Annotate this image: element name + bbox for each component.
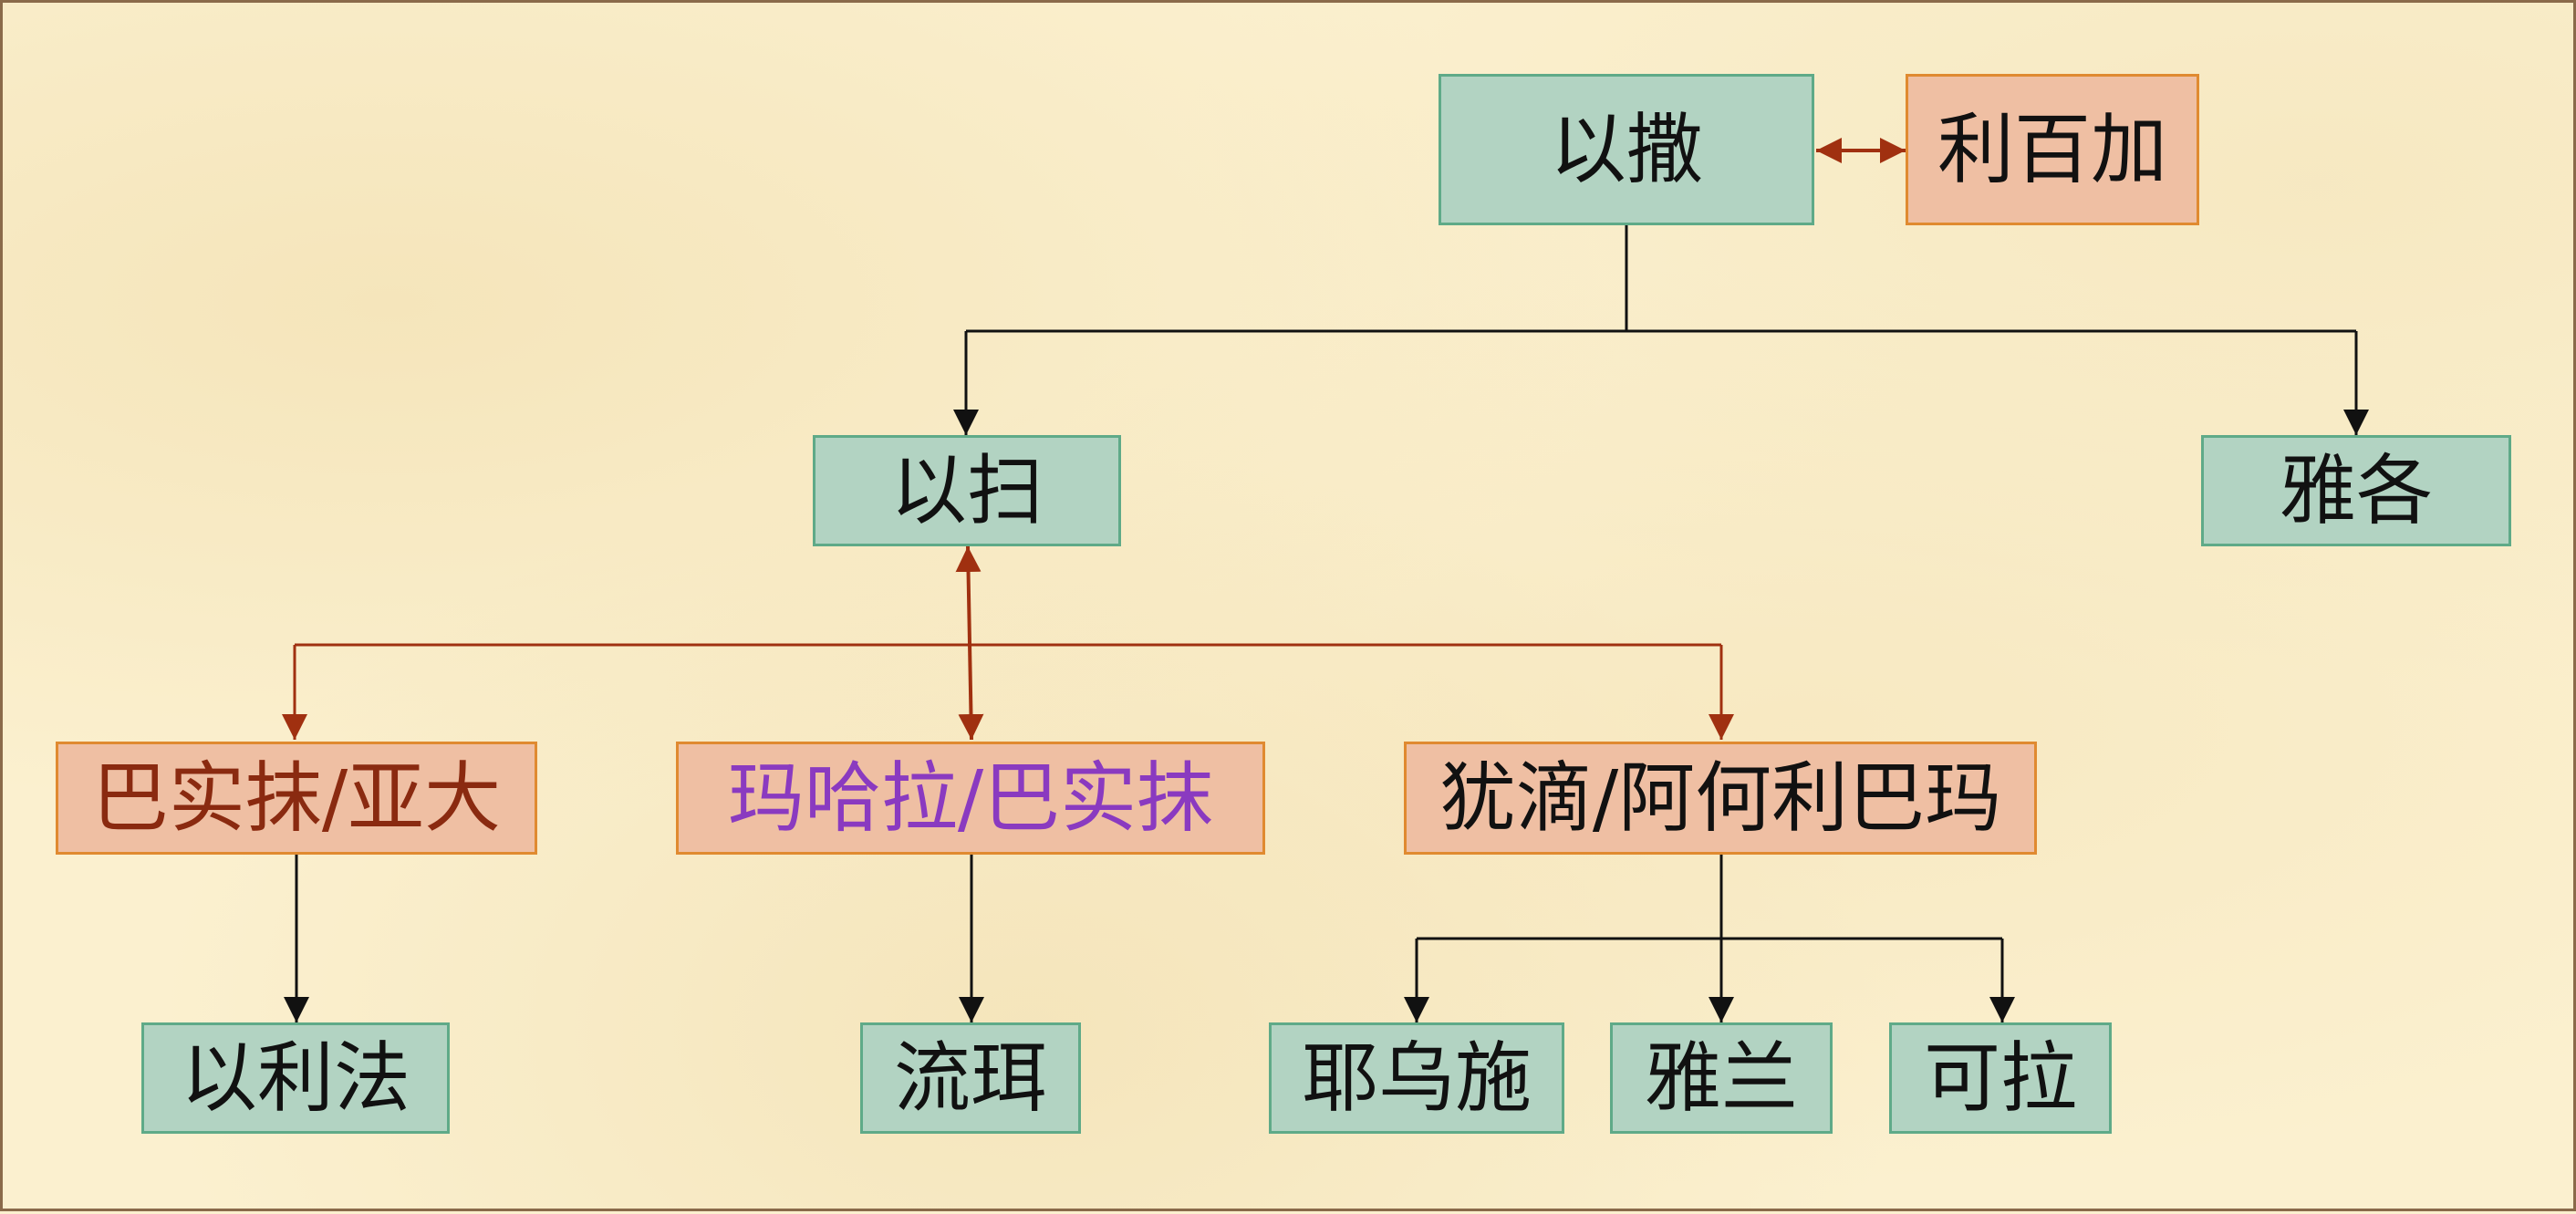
node-eliphaz-label: 以利法 xyxy=(180,1033,410,1123)
node-rebekah-label: 利百加 xyxy=(1937,105,2167,194)
node-judith-oholibamah: 犹滴/阿何利巴玛 xyxy=(1404,742,2037,855)
node-jalam: 雅兰 xyxy=(1610,1022,1833,1134)
node-jacob-label: 雅各 xyxy=(2279,446,2433,535)
node-rebekah: 利百加 xyxy=(1906,74,2199,225)
node-eliphaz: 以利法 xyxy=(141,1022,450,1134)
node-esau-label: 以扫 xyxy=(889,446,1044,535)
node-isaac-label: 以撒 xyxy=(1549,105,1703,194)
node-jalam-label: 雅兰 xyxy=(1644,1033,1798,1123)
node-judith-oholibamah-label: 犹滴/阿何利巴玛 xyxy=(1439,753,2002,843)
node-korah: 可拉 xyxy=(1889,1022,2112,1134)
node-basemath-adah-label: 巴实抹/亚大 xyxy=(91,753,502,843)
node-jeush: 耶乌施 xyxy=(1269,1022,1564,1134)
node-jeush-label: 耶乌施 xyxy=(1301,1033,1532,1123)
link-esau-to-wives-bus xyxy=(955,545,984,741)
node-korah-label: 可拉 xyxy=(1923,1033,2077,1123)
node-mahalath-basemath: 玛哈拉/巴实抹 xyxy=(676,742,1265,855)
connector-lines xyxy=(282,138,2369,1022)
node-jacob: 雅各 xyxy=(2201,435,2511,546)
node-isaac: 以撒 xyxy=(1439,74,1814,225)
node-reuel: 流珥 xyxy=(860,1022,1081,1134)
node-basemath-adah: 巴实抹/亚大 xyxy=(56,742,537,855)
node-mahalath-basemath-label: 玛哈拉/巴实抹 xyxy=(727,753,1214,843)
node-esau: 以扫 xyxy=(813,435,1121,546)
node-reuel-label: 流珥 xyxy=(893,1033,1047,1123)
